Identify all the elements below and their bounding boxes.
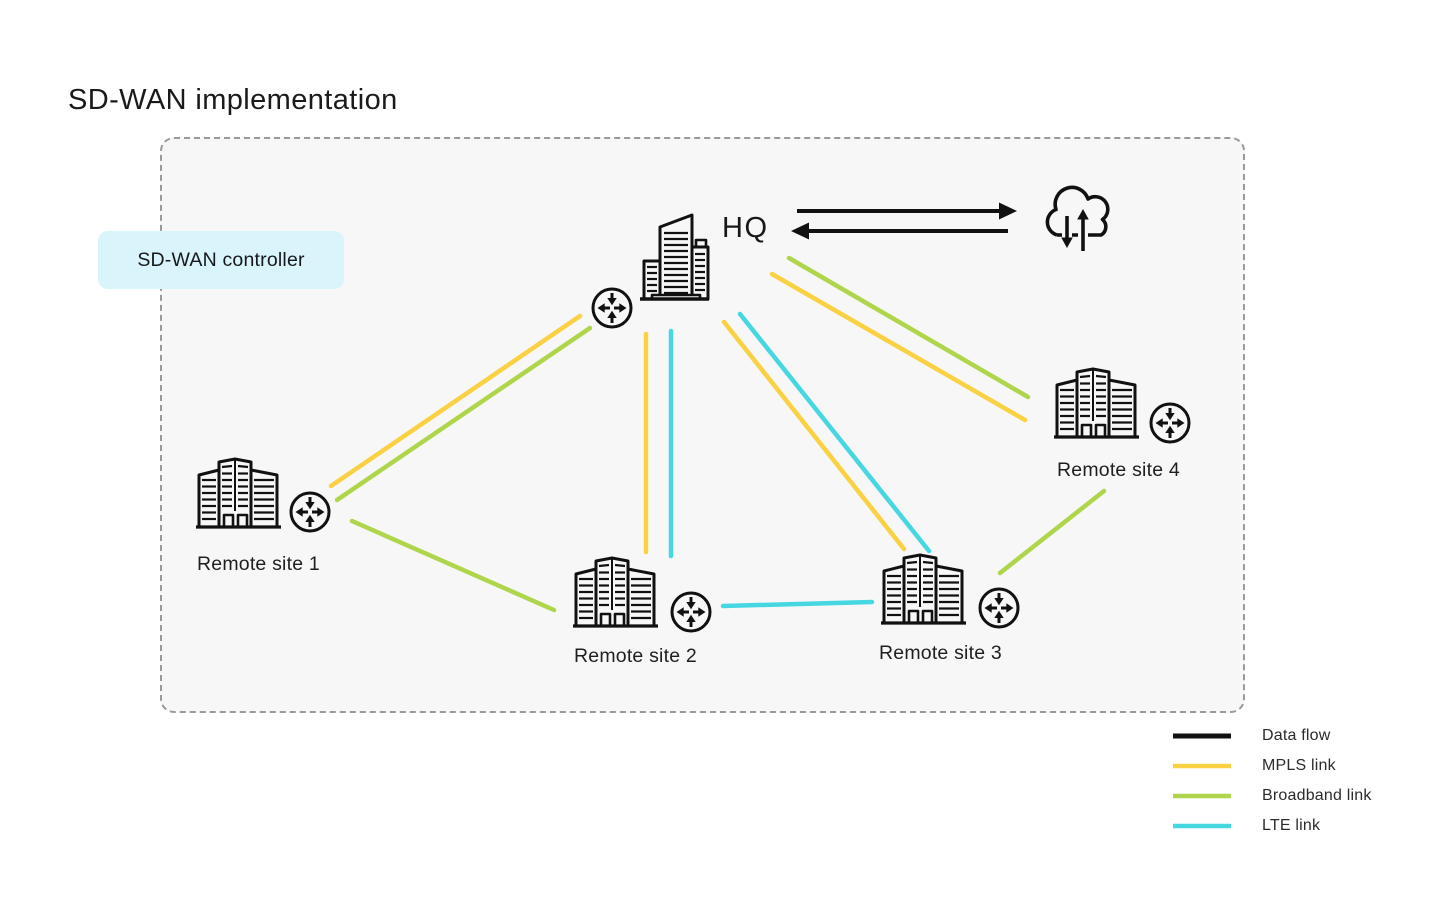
broadband-line-swatch — [1173, 793, 1231, 799]
cloud-sync-icon — [1045, 185, 1110, 251]
cloud-upload-arrow — [1077, 209, 1089, 251]
remote-site-4-label: Remote site 4 — [1057, 459, 1180, 481]
hq-router-icon — [591, 287, 633, 329]
remote-site-4-building-icon — [1052, 367, 1141, 439]
data-flow-line-swatch — [1173, 733, 1231, 739]
remote-site-2-label: Remote site 2 — [574, 645, 697, 667]
lte-line-swatch — [1173, 823, 1231, 829]
remote-site-1-building-icon — [194, 457, 283, 529]
cloud-outline — [1045, 185, 1110, 237]
remote-site-1-router-icon — [289, 491, 331, 533]
legend-row-data-flow: Data flow — [1172, 726, 1372, 746]
legend: Data flow MPLS link Broadband link LTE l… — [1172, 726, 1372, 836]
remote-site-3-building-icon — [879, 553, 968, 625]
legend-label-mpls: MPLS link — [1262, 757, 1336, 774]
sdwan-controller-label: SD-WAN controller — [137, 248, 305, 271]
mpls-line-swatch — [1173, 763, 1231, 769]
remote-site-3-router-icon — [978, 587, 1020, 629]
legend-label-broadband: Broadband link — [1262, 787, 1372, 804]
legend-label-lte: LTE link — [1262, 817, 1321, 834]
remote-site-3-label: Remote site 3 — [879, 642, 1002, 664]
legend-row-broadband: Broadband link — [1172, 786, 1372, 806]
hq-building-icon — [640, 213, 710, 301]
remote-site-4-router-icon — [1149, 402, 1191, 444]
hq-label: HQ — [722, 212, 769, 244]
remote-site-2-router-icon — [670, 591, 712, 633]
page-title: SD-WAN implementation — [68, 84, 398, 116]
cloud-download-arrow — [1061, 216, 1073, 248]
remote-site-2-building-icon — [571, 556, 660, 628]
remote-site-1-label: Remote site 1 — [197, 553, 320, 575]
sdwan-controller-chip: SD-WAN controller — [98, 231, 344, 289]
legend-label-data-flow: Data flow — [1262, 727, 1331, 744]
legend-row-lte: LTE link — [1172, 816, 1372, 836]
legend-row-mpls: MPLS link — [1172, 756, 1372, 776]
